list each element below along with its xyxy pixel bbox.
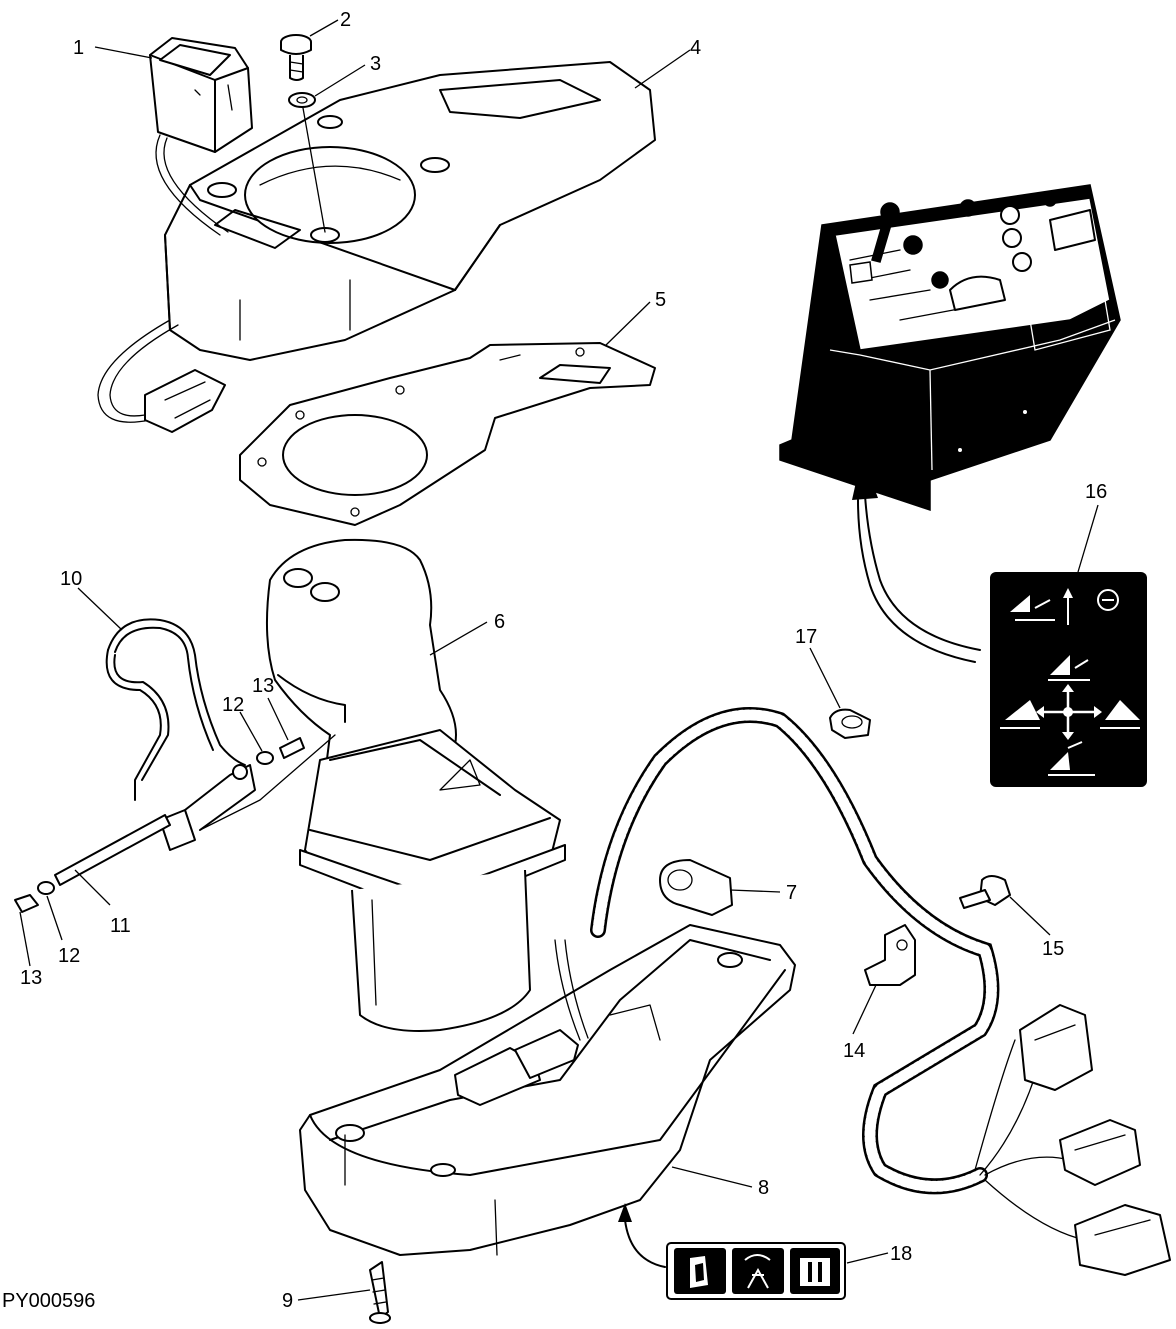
callout-6: 6	[494, 611, 505, 633]
callout-labels: 1 2 3 4 5 6 7 8 9 10 11 12 13 12 13 14 1…	[20, 9, 1107, 1312]
callout-4: 4	[690, 37, 701, 59]
callout-15: 15	[1042, 938, 1064, 960]
callout-9: 9	[282, 1290, 293, 1312]
screw-part-2	[280, 34, 312, 81]
callout-5: 5	[655, 289, 666, 311]
washer-part-3	[288, 92, 326, 233]
callout-14: 14	[843, 1040, 865, 1062]
callout-10: 10	[60, 568, 82, 590]
callout-18: 18	[890, 1243, 912, 1265]
washer-part-12	[37, 751, 274, 895]
callout-7: 7	[786, 882, 797, 904]
decal-16-location-arrow	[852, 455, 981, 663]
callout-13-upper: 13	[252, 675, 274, 697]
bolt-part-15	[959, 875, 1011, 909]
screw-part-13	[14, 737, 305, 913]
callout-12-upper: 12	[222, 694, 244, 716]
leader-lines	[19, 19, 1099, 1301]
callout-16: 16	[1085, 481, 1107, 503]
pin-part-11	[54, 814, 171, 886]
rocker-switch-part-1	[97, 37, 253, 433]
screw-part-9	[369, 1261, 391, 1324]
clip-part-17	[829, 708, 871, 739]
callout-12-lower: 12	[58, 945, 80, 967]
decal-part-16	[990, 572, 1147, 787]
callout-2: 2	[340, 9, 351, 31]
callout-17: 17	[795, 626, 817, 648]
joystick-part-6	[265, 538, 566, 1032]
harness-connector	[1019, 1004, 1171, 1276]
decal-part-18	[666, 1242, 846, 1300]
callout-13-lower: 13	[20, 967, 42, 989]
console-cover-part-4	[164, 61, 656, 361]
figure-id: PY000596	[2, 1290, 95, 1312]
housing-connector	[454, 939, 589, 1106]
linkage-wire-part-10	[105, 618, 336, 851]
decal-18-location-arrow	[618, 1203, 666, 1268]
callout-3: 3	[370, 53, 381, 75]
console-overview	[779, 184, 1121, 512]
callout-11: 11	[110, 915, 131, 937]
wiring-harness	[590, 707, 1086, 1241]
lower-housing-part-8	[299, 924, 796, 1256]
clamp-part-7	[659, 859, 733, 916]
callout-8: 8	[758, 1177, 769, 1199]
gasket-part-5	[239, 342, 656, 526]
bracket-part-14	[864, 924, 916, 986]
callout-1: 1	[73, 37, 84, 59]
